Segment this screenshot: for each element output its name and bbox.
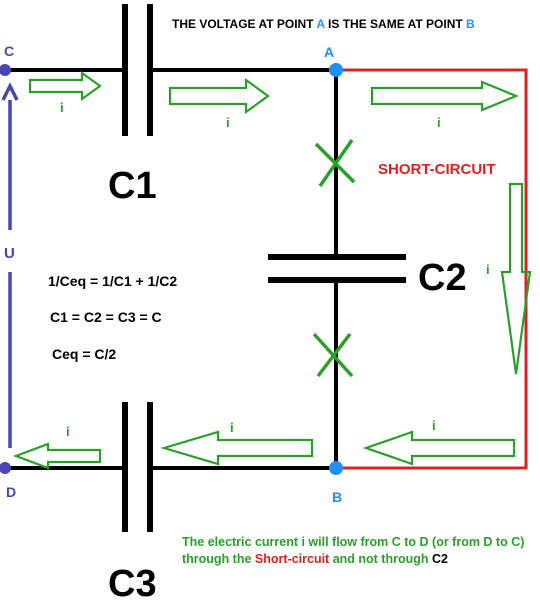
arrow-bottom-2 — [160, 430, 314, 466]
title: THE VOLTAGE AT POINT A IS THE SAME AT PO… — [172, 17, 475, 31]
node-c-label: C — [4, 43, 14, 59]
wires — [5, 68, 338, 470]
title-point-a: A — [316, 17, 325, 31]
node-c-dot — [0, 64, 11, 76]
node-a-label: A — [324, 44, 334, 60]
nodes — [0, 63, 343, 475]
arrow-right-down — [500, 182, 532, 375]
blocked-cross-top — [314, 139, 356, 187]
voltage-label: U — [4, 245, 15, 262]
note-part1: The electric current i will flow from C … — [182, 535, 525, 566]
current-arrows — [12, 70, 532, 470]
short-circuit-label: SHORT-CIRCUIT — [378, 161, 496, 178]
explanation-note: The electric current i will flow from C … — [182, 534, 532, 568]
short-circuit-wire — [336, 68, 528, 470]
current-labels: i i i i i i i — [60, 100, 490, 439]
capacitor-c1 — [122, 4, 153, 136]
capacitor-c2 — [268, 254, 406, 283]
equation-1: 1/Ceq = 1/C1 + 1/C2 — [48, 273, 177, 289]
current-label-2: i — [226, 115, 230, 130]
current-label-4: i — [486, 262, 490, 277]
title-middle: IS THE SAME AT POINT — [325, 17, 466, 31]
node-d-label: D — [6, 484, 16, 500]
node-b-dot — [329, 461, 343, 475]
label-c1: C1 — [108, 165, 157, 207]
arrow-top-2 — [168, 77, 270, 115]
voltage-arrow — [1, 82, 19, 448]
title-point-b: B — [466, 17, 475, 31]
note-c2: C2 — [431, 552, 448, 566]
label-c2: C2 — [418, 257, 467, 299]
current-label-7: i — [66, 424, 70, 439]
current-label-6: i — [230, 420, 234, 435]
node-b-label: B — [332, 489, 342, 505]
equation-3: Ceq = C/2 — [52, 346, 116, 362]
label-c3: C3 — [108, 563, 157, 600]
note-short-circuit: Short-circuit — [254, 552, 330, 566]
title-prefix: THE VOLTAGE AT POINT — [172, 17, 316, 31]
arrow-bottom-3 — [362, 430, 516, 466]
blocked-cross-bottom — [312, 332, 354, 378]
arrow-top-1 — [28, 70, 102, 102]
current-label-5: i — [432, 418, 436, 433]
equation-2: C1 = C2 = C3 = C — [50, 309, 162, 325]
node-d-dot — [0, 462, 11, 474]
current-label-3: i — [437, 115, 441, 130]
note-part2: and not through — [329, 552, 432, 566]
capacitor-c3 — [122, 402, 153, 532]
arrow-bottom-1 — [12, 442, 102, 470]
equations: 1/Ceq = 1/C1 + 1/C2 C1 = C2 = C3 = C Ceq… — [48, 273, 177, 362]
arrow-top-3 — [370, 80, 519, 112]
node-a-dot — [329, 63, 343, 77]
current-label-1: i — [60, 100, 64, 115]
